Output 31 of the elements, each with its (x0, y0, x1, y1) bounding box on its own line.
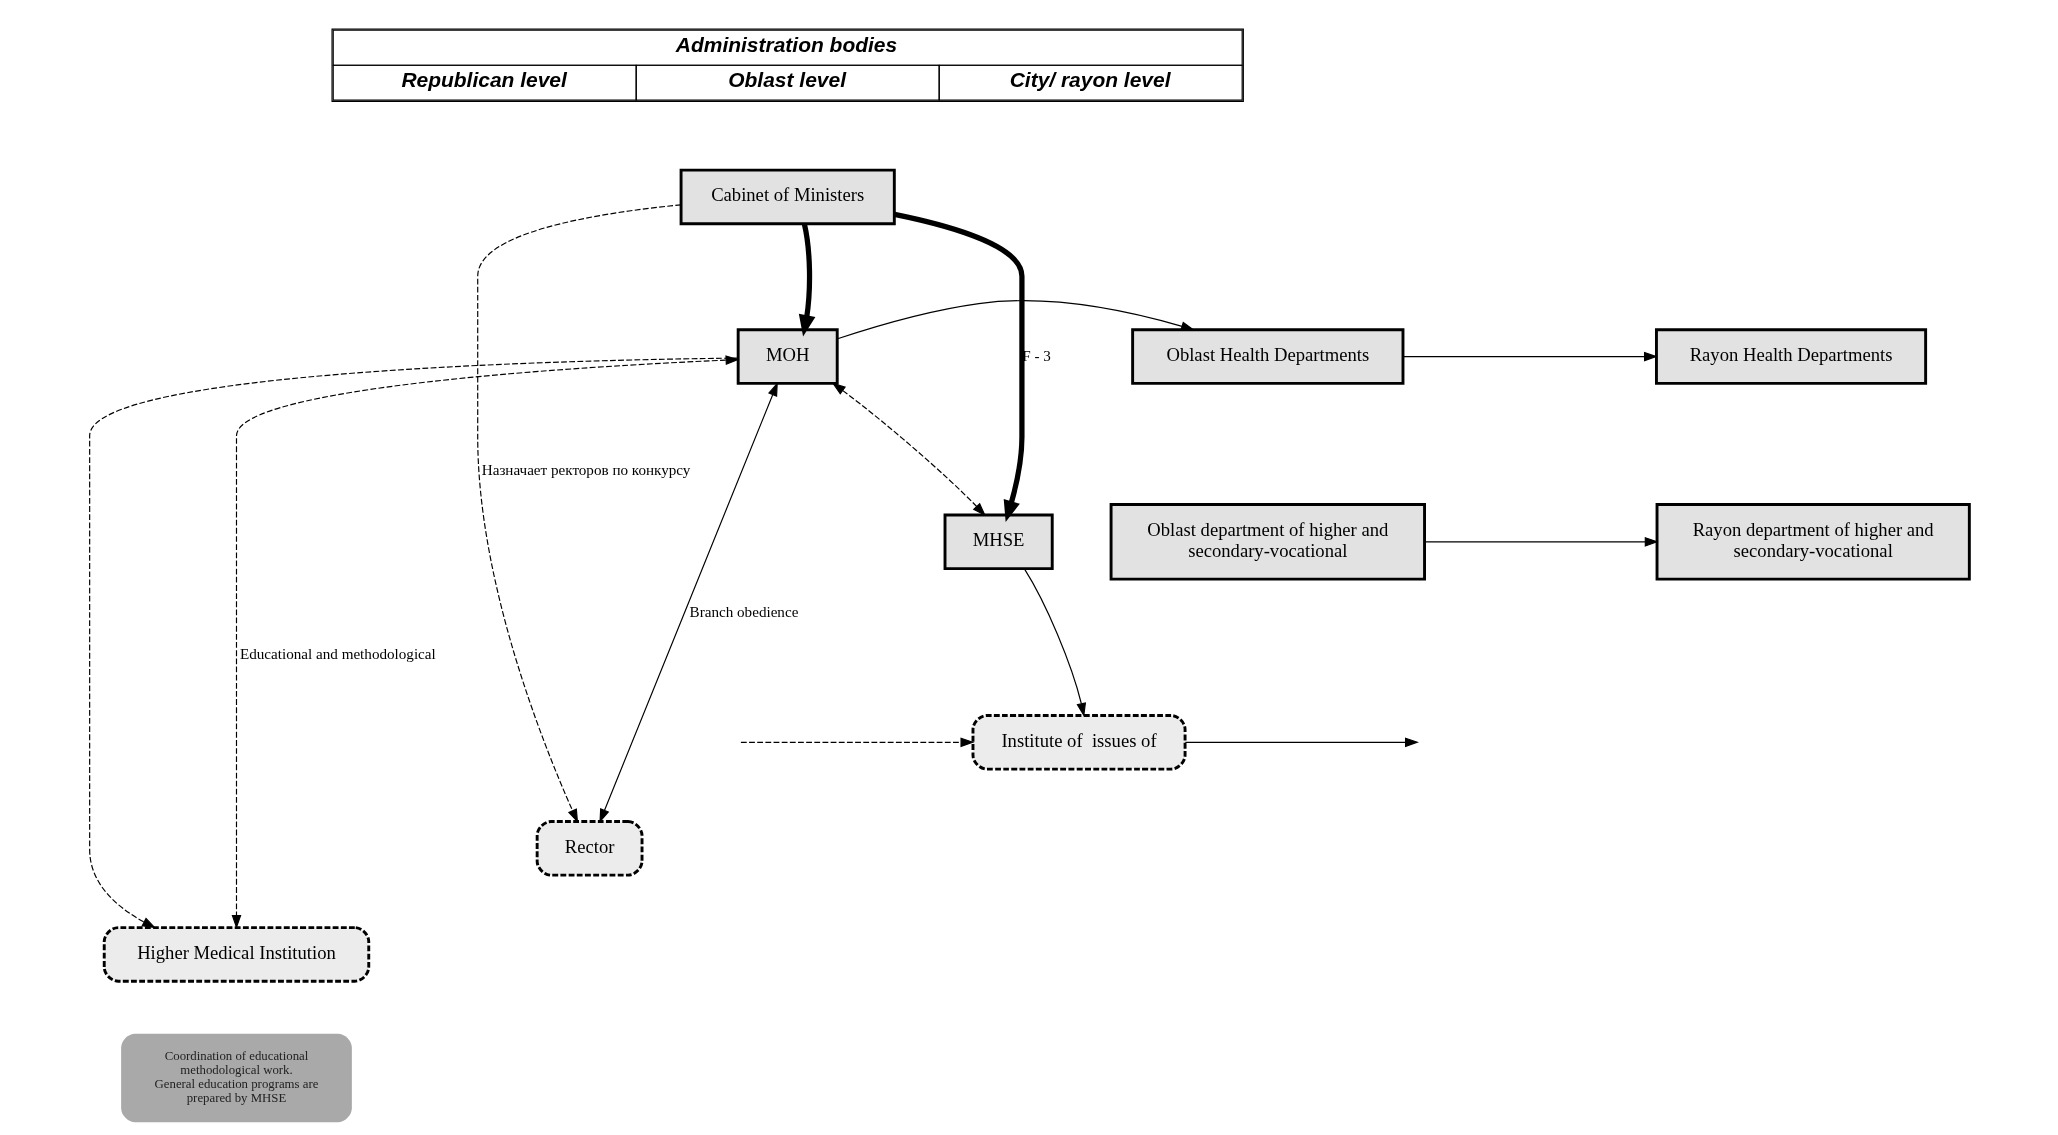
node-box: Cabinet of Ministers (679, 168, 896, 226)
node-box: MHSE (943, 513, 1054, 571)
arrow (1023, 568, 1086, 717)
arrow (1423, 536, 1659, 547)
node-box: Institute of issues of (971, 714, 1187, 771)
arrow (893, 211, 1025, 522)
arrow (798, 223, 815, 337)
node-box: MOH (736, 328, 839, 385)
arrow (831, 382, 986, 517)
edge-label: Назначает ректоров по конкурсу (481, 461, 690, 478)
node-box: Oblast Health Departments (1130, 328, 1404, 385)
edge-label: Branch obedience (689, 603, 798, 620)
arrow (88, 357, 739, 929)
label: Republican level (400, 67, 567, 91)
arrow (598, 382, 778, 823)
label: Oblast level (727, 67, 846, 91)
node-box: Rector (535, 820, 643, 877)
node-box: Rayon department of higher and secondary-vocational (1655, 503, 1971, 581)
arrow (739, 737, 974, 748)
arrow (231, 355, 740, 929)
node-box: Oblast department of higher and secondary-vocational (1109, 503, 1426, 581)
arrow (1402, 351, 1658, 362)
arrow (1184, 737, 1419, 748)
edge-label: F - 3 (1021, 347, 1051, 364)
label: City/ rayon level (1009, 67, 1171, 91)
node-box: Rayon Health Departments (1654, 328, 1927, 385)
node-box: Coordination of educational methodological work. General education programs are prepared by MHSE (120, 1033, 352, 1123)
arrow (836, 300, 1195, 340)
label: Administration bodies (675, 32, 897, 56)
edge-label: Educational and methodological (239, 645, 436, 662)
node-box: Higher Medical Institution (102, 926, 370, 983)
